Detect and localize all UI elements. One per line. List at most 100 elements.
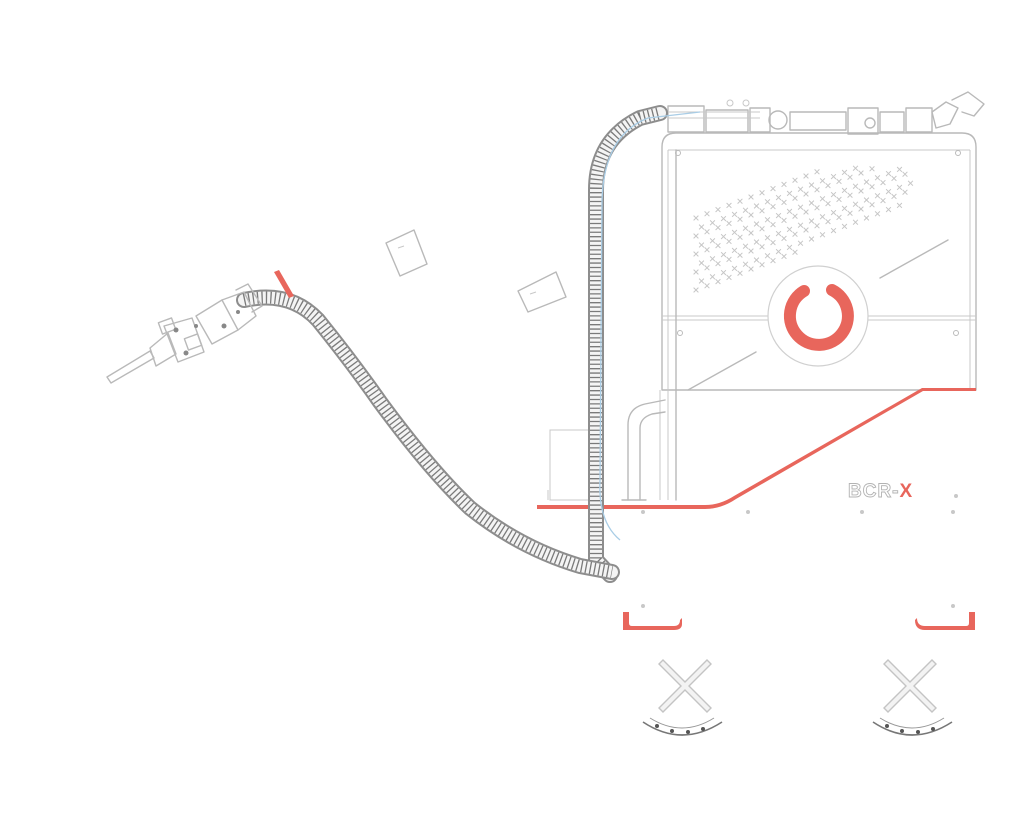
vent-mark bbox=[792, 177, 798, 183]
vent-mark bbox=[858, 206, 864, 212]
vent-mark bbox=[825, 182, 831, 189]
vent-mark bbox=[720, 251, 727, 258]
vent-mark bbox=[896, 184, 903, 191]
vent-mark bbox=[825, 218, 831, 225]
left-foot-bracket bbox=[623, 612, 682, 630]
vent-mark bbox=[852, 183, 859, 189]
vent-mark bbox=[720, 269, 727, 276]
vent-mark bbox=[874, 211, 881, 217]
vent-mark bbox=[885, 170, 892, 177]
vent-mark bbox=[819, 178, 826, 184]
vent-mark bbox=[891, 175, 897, 182]
vent-mark bbox=[869, 184, 875, 190]
vent-mark bbox=[858, 188, 864, 194]
vent-mark bbox=[753, 239, 760, 245]
vent-mark bbox=[819, 196, 826, 202]
vent-mark bbox=[764, 235, 771, 241]
vent-mark bbox=[698, 242, 705, 248]
vent-mark bbox=[786, 244, 793, 251]
vent-mark bbox=[792, 231, 798, 237]
vent-mark bbox=[737, 216, 743, 222]
vent-mark bbox=[803, 191, 809, 197]
vent-mark bbox=[858, 170, 864, 176]
vent-pattern bbox=[693, 165, 914, 293]
vent-mark bbox=[693, 215, 699, 221]
vent-mark bbox=[715, 260, 721, 267]
vent-mark bbox=[874, 193, 881, 199]
vent-mark bbox=[803, 173, 809, 179]
vent-mark bbox=[693, 251, 699, 257]
vent-mark bbox=[753, 203, 760, 209]
vent-mark bbox=[836, 214, 842, 221]
vent-mark bbox=[693, 287, 699, 293]
vent-mark bbox=[880, 197, 886, 204]
vent-mark bbox=[819, 214, 826, 220]
vent-mark bbox=[830, 173, 837, 180]
vent-mark bbox=[830, 191, 837, 198]
right-wheel-track bbox=[872, 717, 953, 736]
vent-mark bbox=[748, 266, 754, 272]
vent-mark bbox=[748, 212, 754, 218]
vent-mark bbox=[770, 239, 776, 246]
base-accent-stripe bbox=[537, 388, 976, 509]
vent-mark bbox=[698, 260, 705, 266]
vent-mark bbox=[737, 252, 743, 258]
vent-mark bbox=[715, 278, 721, 285]
vent-mark bbox=[902, 171, 908, 177]
wheel-cross-icon bbox=[658, 659, 712, 713]
vertical-pipe bbox=[621, 399, 666, 501]
power-ring-icon bbox=[767, 265, 869, 367]
vent-mark bbox=[869, 166, 875, 172]
vent-mark bbox=[863, 179, 870, 185]
vent-mark bbox=[704, 211, 710, 217]
vent-mark bbox=[737, 234, 743, 240]
vent-mark bbox=[737, 198, 743, 204]
vent-mark bbox=[742, 225, 749, 231]
vent-mark bbox=[847, 192, 853, 198]
vent-mark bbox=[852, 201, 859, 207]
vent-mark bbox=[852, 219, 859, 225]
left-wheel-track bbox=[642, 717, 723, 736]
vent-mark bbox=[759, 226, 765, 232]
vent-mark bbox=[698, 224, 705, 230]
rivet-dots bbox=[641, 494, 958, 608]
vent-mark bbox=[808, 182, 815, 188]
vent-mark bbox=[715, 224, 721, 231]
vent-mark bbox=[781, 199, 787, 206]
vent-mark bbox=[775, 194, 782, 201]
floating-plate-2 bbox=[517, 271, 567, 313]
vent-mark bbox=[775, 248, 782, 255]
vent-mark bbox=[770, 221, 776, 228]
vent-mark bbox=[775, 212, 782, 219]
vent-mark bbox=[693, 233, 699, 239]
vent-mark bbox=[869, 202, 875, 208]
vent-mark bbox=[726, 238, 732, 245]
vent-mark bbox=[792, 195, 798, 201]
vent-mark bbox=[742, 261, 749, 267]
vent-mark bbox=[742, 207, 749, 213]
vent-mark bbox=[841, 205, 848, 212]
vent-mark bbox=[731, 211, 738, 218]
vent-mark bbox=[709, 256, 716, 262]
vent-mark bbox=[808, 236, 815, 242]
vent-mark bbox=[819, 232, 826, 238]
vent-mark bbox=[715, 242, 721, 249]
vent-mark bbox=[759, 208, 765, 214]
vent-mark bbox=[792, 213, 798, 219]
signal-cable bbox=[599, 111, 701, 541]
vent-mark bbox=[742, 243, 749, 249]
hose-accent-cap bbox=[274, 270, 294, 298]
vent-mark bbox=[770, 185, 776, 192]
vent-mark bbox=[781, 181, 787, 188]
vent-mark bbox=[704, 229, 710, 235]
vent-mark bbox=[830, 209, 837, 216]
vent-mark bbox=[715, 206, 721, 213]
vent-mark bbox=[726, 256, 732, 263]
diagonal-hose bbox=[236, 289, 620, 580]
vent-mark bbox=[852, 165, 859, 171]
vent-mark bbox=[726, 220, 732, 227]
vent-mark bbox=[814, 223, 820, 229]
vent-mark bbox=[709, 238, 716, 244]
vent-mark bbox=[693, 269, 699, 275]
